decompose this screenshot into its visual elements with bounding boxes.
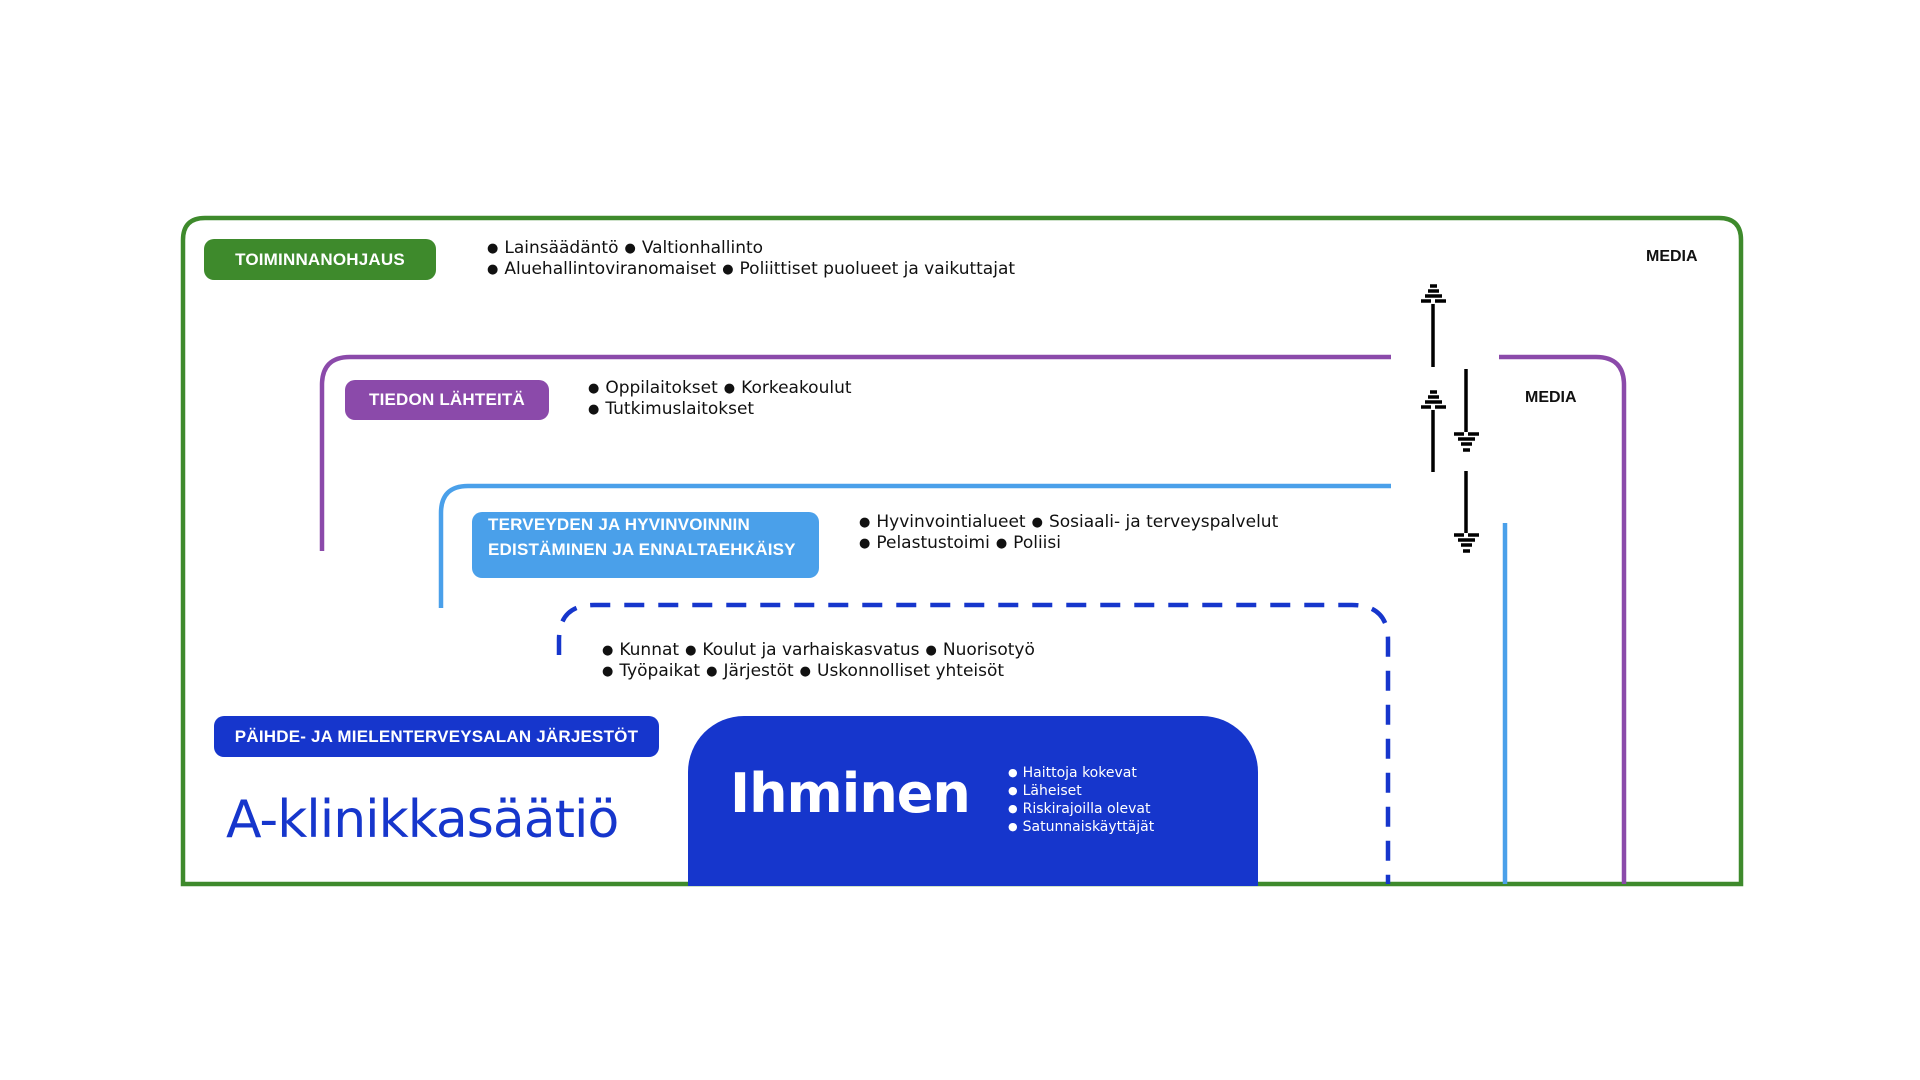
- health-label: TERVEYDEN JA HYVINVOINNIN EDISTÄMINEN JA…: [472, 512, 819, 578]
- media-label-inner: MEDIA: [1525, 389, 1577, 406]
- list-item: Poliittiset puolueet ja vaikuttajat: [722, 259, 1015, 279]
- knowledge-frame-right: [1499, 354, 1627, 884]
- list-item: Satunnaiskäyttäjät: [1008, 818, 1155, 836]
- a-klinikkasaatio-logo: A-klinikkasäätiö: [226, 790, 619, 850]
- community-frame-dashed: [556, 602, 1391, 884]
- list-item: Riskirajoilla olevat: [1008, 800, 1154, 818]
- list-item: Työpaikat: [602, 661, 700, 681]
- organizations-label-text: PÄIHDE- JA MIELENTERVEYSALAN JÄRJESTÖT: [234, 726, 639, 746]
- list-item: Hyvinvointialueet: [859, 512, 1026, 532]
- knowledge-label-text: TIEDON LÄHTEITÄ: [369, 390, 525, 409]
- arrow-up-icon: [1421, 390, 1446, 472]
- list-item: Aluehallintoviranomaiset: [487, 259, 716, 279]
- policy-label-text: TOIMINNANOHJAUS: [235, 249, 405, 269]
- arrow-down-icon: [1454, 471, 1479, 553]
- policy-label: TOIMINNANOHJAUS: [204, 239, 436, 280]
- knowledge-items: Oppilaitokset Korkeakoulut Tutkimuslaitok…: [588, 378, 858, 420]
- list-item: Läheiset: [1008, 782, 1154, 800]
- health-frame-left: [438, 483, 1391, 608]
- health-label-line2: EDISTÄMINEN JA ENNALTAEHKÄISY: [488, 540, 796, 559]
- media-label-outer: MEDIA: [1646, 248, 1698, 265]
- policy-frame: [180, 215, 1744, 887]
- list-item: Järjestöt: [706, 661, 794, 681]
- arrow-up-icon: [1421, 284, 1446, 367]
- person-box: Ihminen Haittoja kokevat Läheiset Riskir…: [688, 716, 1258, 886]
- list-item: Valtionhallinto: [624, 238, 763, 258]
- list-item: Koulut ja varhaiskasvatus: [685, 640, 919, 660]
- list-item: Oppilaitokset: [588, 378, 718, 398]
- list-item: Tutkimuslaitokset: [588, 399, 754, 419]
- health-items: Hyvinvointialueet Sosiaali- ja terveyspal…: [859, 512, 1284, 554]
- arrow-down-icon: [1454, 369, 1479, 452]
- list-item: Nuorisotyö: [926, 640, 1035, 660]
- health-label-line1: TERVEYDEN JA HYVINVOINNIN: [488, 515, 750, 534]
- list-item: Kunnat: [602, 640, 679, 660]
- organizations-label: PÄIHDE- JA MIELENTERVEYSALAN JÄRJESTÖT: [214, 716, 659, 757]
- policy-items: Lainsäädäntö Valtionhallinto Aluehallinto…: [487, 238, 1021, 280]
- list-item: Haittoja kokevat: [1008, 764, 1154, 782]
- list-item: Uskonnolliset yhteisöt: [800, 661, 1004, 681]
- knowledge-frame-left: [319, 354, 1391, 551]
- list-item: Sosiaali- ja terveyspalvelut: [1032, 512, 1279, 532]
- community-items: Kunnat Koulut ja varhaiskasvatus Nuorisoty…: [602, 640, 1041, 682]
- person-title: Ihminen: [730, 762, 971, 825]
- knowledge-label: TIEDON LÄHTEITÄ: [345, 380, 549, 420]
- list-item: Pelastustoimi: [859, 533, 990, 553]
- list-item: Poliisi: [996, 533, 1061, 553]
- list-item: Lainsäädäntö: [487, 238, 618, 258]
- list-item: Korkeakoulut: [724, 378, 852, 398]
- person-items: Haittoja kokevat Läheiset Riskirajoilla …: [1008, 764, 1155, 836]
